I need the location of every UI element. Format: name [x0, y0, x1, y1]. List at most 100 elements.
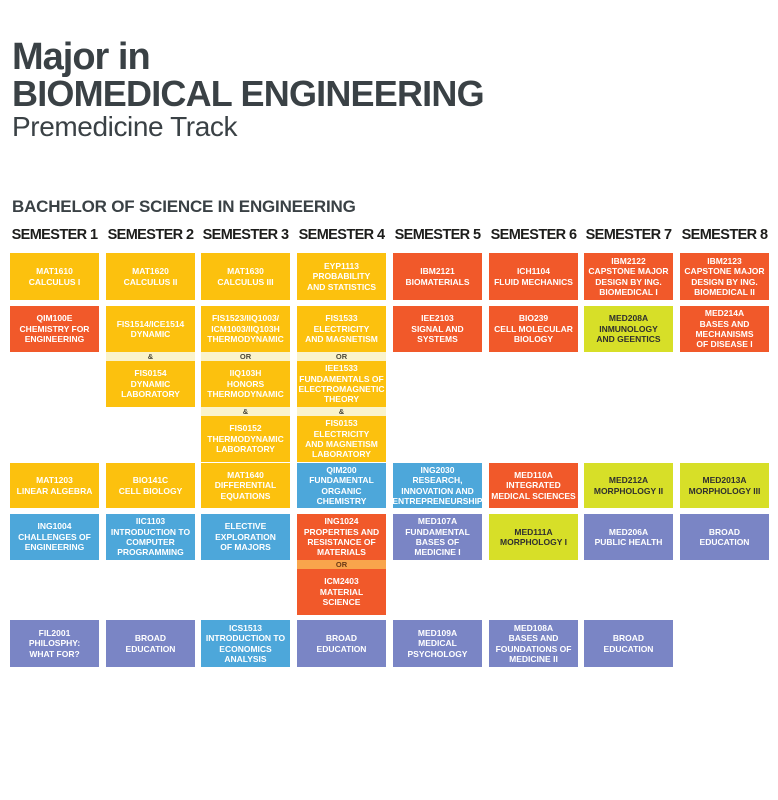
course-slot: MED2013A MORPHOLOGY III	[680, 463, 769, 508]
page-title-prefix: Major in	[12, 36, 151, 78]
course-box: BROAD EDUCATION	[106, 620, 195, 667]
semester-header: SEMESTER 2	[107, 227, 194, 243]
course-group: FIS1523/IIQ1003/ ICM1003/IIQ103H THERMOD…	[201, 306, 290, 462]
course-slot: BIO141C CELL BIOLOGY	[106, 463, 195, 508]
course-slot: MED109A MEDICAL PSYCHOLOGY	[393, 620, 482, 667]
course-box: MED206A PUBLIC HEALTH	[584, 514, 673, 560]
course-slot: FIL2001 PHILOSPHY: WHAT FOR?	[10, 620, 99, 667]
join-label: OR	[297, 352, 386, 361]
course-slot: MED110A INTEGRATED MEDICAL SCIENCES	[489, 463, 578, 508]
course-box: QIM100E CHEMISTRY FOR ENGINEERING	[10, 306, 99, 352]
course-box: MAT1203 LINEAR ALGEBRA	[10, 463, 99, 508]
course-box: BROAD EDUCATION	[680, 514, 769, 560]
semester-header: SEMESTER 3	[202, 227, 289, 243]
course-box: EYP1113 PROBABILITY AND STATISTICS	[297, 253, 386, 300]
course-slot: MED208A INMUNOLOGY AND GEENTICS	[584, 306, 673, 352]
course-box: FIL2001 PHILOSPHY: WHAT FOR?	[10, 620, 99, 667]
course-box: IBM2121 BIOMATERIALS	[393, 253, 482, 300]
semester-header: SEMESTER 4	[298, 227, 385, 243]
semester-header: SEMESTER 5	[394, 227, 481, 243]
semester-header: SEMESTER 8	[681, 227, 768, 243]
course-box: ELECTIVE EXPLORATION OF MAJORS	[201, 514, 290, 560]
course-box: MED214A BASES AND MECHANISMS OF DISEASE …	[680, 306, 769, 352]
course-box: MED208A INMUNOLOGY AND GEENTICS	[584, 306, 673, 352]
course-slot: MED107A FUNDAMENTAL BASES OF MEDICINE I	[393, 514, 482, 560]
course-slot: MAT1610 CALCULUS I	[10, 253, 99, 300]
course-slot: MAT1203 LINEAR ALGEBRA	[10, 463, 99, 508]
semester-header: SEMESTER 7	[585, 227, 672, 243]
course-slot: MED108A BASES AND FOUNDATIONS OF MEDICIN…	[489, 620, 578, 667]
course-box: FIS1523/IIQ1003/ ICM1003/IIQ103H THERMOD…	[201, 306, 290, 352]
course-box: IBM2123 CAPSTONE MAJOR DESIGN BY ING. BI…	[680, 253, 769, 300]
degree-heading: BACHELOR OF SCIENCE IN ENGINEERING	[12, 197, 356, 216]
course-box: BROAD EDUCATION	[584, 620, 673, 667]
course-box: BIO239 CELL MOLECULAR BIOLOGY	[489, 306, 578, 352]
course-slot: ICH1104 FLUID MECHANICS	[489, 253, 578, 300]
semester-header: SEMESTER 1	[11, 227, 98, 243]
course-box: BROAD EDUCATION	[297, 620, 386, 667]
course-box: BIO141C CELL BIOLOGY	[106, 463, 195, 508]
course-slot: ICS1513 INTRODUCTION TO ECONOMICS ANALYS…	[201, 620, 290, 667]
course-box: MAT1620 CALCULUS II	[106, 253, 195, 300]
course-slot: ING1004 CHALLENGES OF ENGINEERING	[10, 514, 99, 560]
course-box: IEE2103 SIGNAL AND SYSTEMS	[393, 306, 482, 352]
course-box: ING2030 RESEARCH, INNOVATION AND ENTREPR…	[392, 463, 483, 508]
course-slot: QIM200 FUNDAMENTAL ORGANIC CHEMISTRY	[297, 463, 386, 508]
course-box: FIS0153 ELECTRICITY AND MAGNETISM LABORA…	[297, 416, 386, 462]
course-box: IIC1103 INTRODUCTION TO COMPUTER PROGRAM…	[106, 514, 195, 560]
course-box: MAT1630 CALCULUS III	[201, 253, 290, 300]
course-box: IIQ103H HONORS THERMODYNAMIC	[201, 361, 290, 407]
course-box: MED109A MEDICAL PSYCHOLOGY	[393, 620, 482, 667]
course-slot: EYP1113 PROBABILITY AND STATISTICS	[297, 253, 386, 300]
course-slot: BROAD EDUCATION	[297, 620, 386, 667]
semester-header: SEMESTER 6	[490, 227, 577, 243]
course-slot: IBM2121 BIOMATERIALS	[393, 253, 482, 300]
join-label: OR	[201, 352, 290, 361]
join-label: &	[201, 407, 290, 416]
course-slot: MED111A MORPHOLOGY I	[489, 514, 578, 560]
course-slot: IBM2122 CAPSTONE MAJOR DESIGN BY ING. BI…	[584, 253, 673, 300]
course-slot: BIO239 CELL MOLECULAR BIOLOGY	[489, 306, 578, 352]
course-box: ICM2403 MATERIAL SCIENCE	[297, 569, 386, 615]
course-box: ICH1104 FLUID MECHANICS	[489, 253, 578, 300]
course-box: ICS1513 INTRODUCTION TO ECONOMICS ANALYS…	[201, 620, 290, 667]
course-slot: MED206A PUBLIC HEALTH	[584, 514, 673, 560]
course-box: MAT1610 CALCULUS I	[10, 253, 99, 300]
course-box: ING1024 PROPERTIES AND RESISTANCE OF MAT…	[297, 514, 386, 560]
course-group: FIS1514/ICE1514 DYNAMIC&FIS0154 DYNAMIC …	[106, 306, 195, 407]
join-label: &	[297, 407, 386, 416]
course-slot: BROAD EDUCATION	[680, 514, 769, 560]
course-box: ING1004 CHALLENGES OF ENGINEERING	[10, 514, 99, 560]
course-box: FIS0154 DYNAMIC LABORATORY	[106, 361, 195, 407]
page-title: BIOMEDICAL ENGINEERING	[12, 73, 485, 114]
course-box: FIS1533 ELECTRICITY AND MAGNETISM	[297, 306, 386, 352]
join-label: &	[106, 352, 195, 361]
course-box: IBM2122 CAPSTONE MAJOR DESIGN BY ING. BI…	[584, 253, 673, 300]
course-slot: QIM100E CHEMISTRY FOR ENGINEERING	[10, 306, 99, 352]
course-box: MED111A MORPHOLOGY I	[489, 514, 578, 560]
course-slot: ING2030 RESEARCH, INNOVATION AND ENTREPR…	[392, 463, 483, 508]
course-box: MED108A BASES AND FOUNDATIONS OF MEDICIN…	[489, 620, 578, 667]
course-box: MED110A INTEGRATED MEDICAL SCIENCES	[489, 463, 578, 508]
course-slot: ELECTIVE EXPLORATION OF MAJORS	[201, 514, 290, 560]
course-slot: BROAD EDUCATION	[584, 620, 673, 667]
page-subtitle-track: Premedicine Track	[12, 111, 238, 142]
course-slot: MAT1630 CALCULUS III	[201, 253, 290, 300]
course-box: FIS1514/ICE1514 DYNAMIC	[106, 306, 195, 352]
course-slot: BROAD EDUCATION	[106, 620, 195, 667]
course-slot: MAT1620 CALCULUS II	[106, 253, 195, 300]
course-box: MED212A MORPHOLOGY II	[584, 463, 673, 508]
course-slot: MED214A BASES AND MECHANISMS OF DISEASE …	[680, 306, 769, 352]
course-slot: MAT1640 DIFFERENTIAL EQUATIONS	[201, 463, 290, 508]
course-box: FIS0152 THERMODYNAMIC LABORATORY	[201, 416, 290, 462]
course-box: MED2013A MORPHOLOGY III	[680, 463, 769, 508]
course-slot: IBM2123 CAPSTONE MAJOR DESIGN BY ING. BI…	[680, 253, 769, 300]
join-label: OR	[297, 560, 386, 569]
course-box: MED107A FUNDAMENTAL BASES OF MEDICINE I	[393, 514, 482, 560]
course-box: QIM200 FUNDAMENTAL ORGANIC CHEMISTRY	[297, 463, 386, 508]
course-slot: IEE2103 SIGNAL AND SYSTEMS	[393, 306, 482, 352]
course-slot: MED212A MORPHOLOGY II	[584, 463, 673, 508]
course-box: IEE1533 FUNDAMENTALS OF ELECTROMAGNETIC …	[297, 361, 386, 407]
